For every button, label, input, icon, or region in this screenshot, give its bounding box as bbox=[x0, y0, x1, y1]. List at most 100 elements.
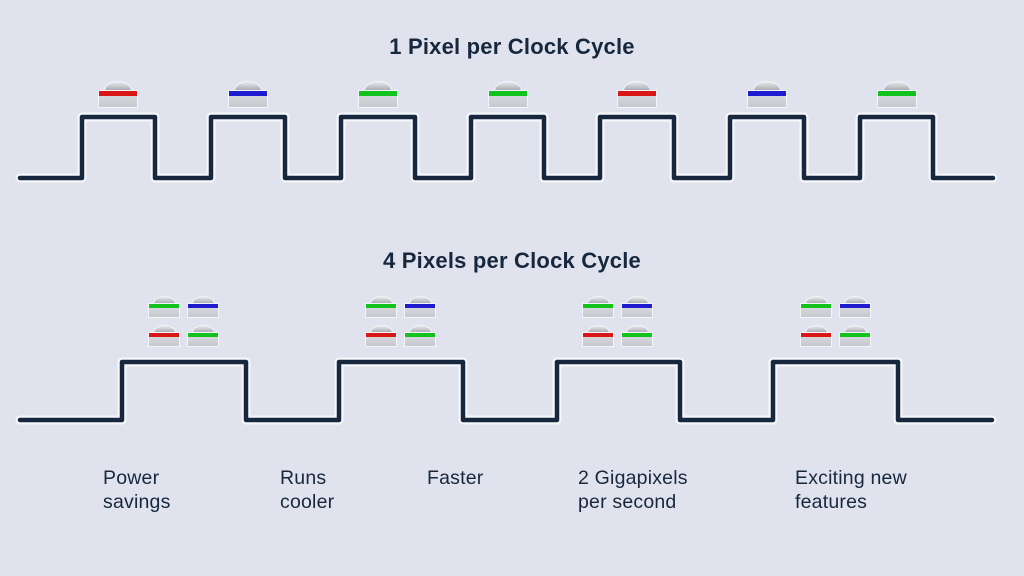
pixel-lens-dome bbox=[625, 296, 649, 304]
pixel-lens-dome bbox=[191, 296, 215, 304]
pixel-color-stripe bbox=[188, 333, 218, 337]
pixel-color-stripe bbox=[366, 304, 396, 308]
pixel-icon-green bbox=[365, 296, 397, 318]
benefit-label: Faster bbox=[427, 466, 483, 490]
pixel-lens-dome bbox=[152, 296, 176, 304]
pixel-color-stripe bbox=[622, 304, 652, 308]
pixel-icon-red bbox=[365, 325, 397, 347]
pixel-icon-blue bbox=[839, 296, 871, 318]
pixel-lens-dome bbox=[804, 296, 828, 304]
pixel-icon-green bbox=[148, 296, 180, 318]
clock-waveform-top-halo bbox=[15, 112, 998, 183]
pixel-quad-group bbox=[365, 296, 436, 347]
pixel-icon-red bbox=[582, 325, 614, 347]
pixel-body bbox=[488, 90, 528, 108]
pixel-icon-blue bbox=[187, 296, 219, 318]
pixel-body bbox=[582, 332, 614, 347]
pixel-lens-dome bbox=[191, 325, 215, 333]
pixel-color-stripe bbox=[188, 304, 218, 308]
pixel-body bbox=[800, 332, 832, 347]
pixel-color-stripe bbox=[801, 333, 831, 337]
pixel-icon-blue bbox=[747, 81, 787, 108]
pixel-body bbox=[358, 90, 398, 108]
pixel-icon-green bbox=[488, 81, 528, 108]
pixel-icon-red bbox=[98, 81, 138, 108]
top-section-title: 1 Pixel per Clock Cycle bbox=[389, 34, 635, 59]
pixel-lens-dome bbox=[408, 325, 432, 333]
benefit-label-line: Exciting new bbox=[795, 467, 907, 489]
pixel-quad-group bbox=[800, 296, 871, 347]
pixel-color-stripe bbox=[583, 304, 613, 308]
benefit-label-line: Runs bbox=[280, 467, 327, 489]
benefit-label-line: 2 Gigapixels bbox=[578, 467, 688, 489]
clock-waveform-bottom-halo bbox=[15, 357, 997, 425]
pixel-icon-green bbox=[877, 81, 917, 108]
pixel-lens-dome bbox=[843, 296, 867, 304]
pixel-lens-dome bbox=[408, 296, 432, 304]
pixel-body bbox=[617, 90, 657, 108]
pixel-body bbox=[621, 303, 653, 318]
pixel-icon-green bbox=[621, 325, 653, 347]
pixel-lens-dome bbox=[369, 296, 393, 304]
pixel-icon-green bbox=[404, 325, 436, 347]
pixel-color-stripe bbox=[748, 91, 786, 96]
pixel-color-stripe bbox=[840, 333, 870, 337]
pixel-color-stripe bbox=[583, 333, 613, 337]
pixel-color-stripe bbox=[366, 333, 396, 337]
pixel-body bbox=[839, 303, 871, 318]
benefit-label-line: per second bbox=[578, 491, 677, 513]
pixel-quad-group bbox=[148, 296, 219, 347]
pixel-icon-red bbox=[617, 81, 657, 108]
pixel-body bbox=[800, 303, 832, 318]
pixel-body bbox=[148, 332, 180, 347]
pixel-icon-green bbox=[582, 296, 614, 318]
pixel-body bbox=[148, 303, 180, 318]
pixel-icon-green bbox=[358, 81, 398, 108]
pixel-icon-green bbox=[800, 296, 832, 318]
benefit-label-line: features bbox=[795, 491, 868, 513]
pixel-body bbox=[877, 90, 917, 108]
benefit-label-line: savings bbox=[103, 491, 171, 513]
pixel-color-stripe bbox=[405, 304, 435, 308]
pixel-lens-dome bbox=[586, 296, 610, 304]
pixel-lens-dome bbox=[625, 325, 649, 333]
pixel-body bbox=[365, 303, 397, 318]
benefit-label-line: cooler bbox=[280, 491, 335, 513]
pixel-lens-dome bbox=[369, 325, 393, 333]
pixel-icon-red bbox=[800, 325, 832, 347]
pixel-lens-dome bbox=[804, 325, 828, 333]
pixel-color-stripe bbox=[801, 304, 831, 308]
pixel-quad-group bbox=[582, 296, 653, 347]
pixel-color-stripe bbox=[149, 304, 179, 308]
pixel-body bbox=[187, 303, 219, 318]
pixel-color-stripe bbox=[618, 91, 656, 96]
pixel-lens-dome bbox=[843, 325, 867, 333]
pixel-color-stripe bbox=[405, 333, 435, 337]
pixel-color-stripe bbox=[149, 333, 179, 337]
pixel-icon-blue bbox=[621, 296, 653, 318]
pixel-icon-green bbox=[839, 325, 871, 347]
clock-waveform-bottom bbox=[17, 359, 995, 423]
pixel-color-stripe bbox=[489, 91, 527, 96]
pixel-color-stripe bbox=[229, 91, 267, 96]
pixel-color-stripe bbox=[359, 91, 397, 96]
pixel-color-stripe bbox=[840, 304, 870, 308]
pixel-icon-blue bbox=[404, 296, 436, 318]
pixel-body bbox=[839, 332, 871, 347]
pixel-color-stripe bbox=[622, 333, 652, 337]
pixel-body bbox=[404, 303, 436, 318]
pixel-icon-blue bbox=[228, 81, 268, 108]
pixel-body bbox=[404, 332, 436, 347]
pixel-lens-dome bbox=[152, 325, 176, 333]
pixel-body bbox=[582, 303, 614, 318]
pixel-body bbox=[187, 332, 219, 347]
benefit-label-line: Faster bbox=[427, 467, 484, 489]
pixel-body bbox=[228, 90, 268, 108]
pixel-body bbox=[621, 332, 653, 347]
